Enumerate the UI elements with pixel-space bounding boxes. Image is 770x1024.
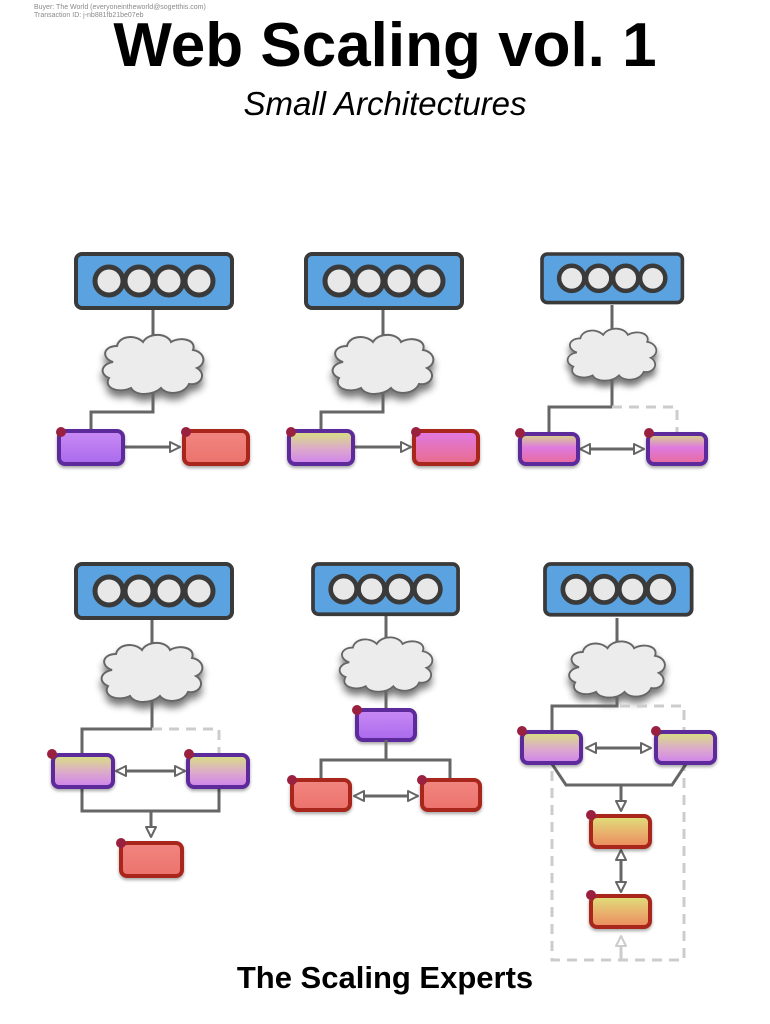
db-primary-node (290, 778, 352, 812)
status-dot (517, 726, 527, 736)
status-dot (56, 427, 66, 437)
transaction-line: Transaction ID: j-nb881fb21be07eb (34, 12, 144, 19)
buyer-line: Buyer: The World (everyoneintheworld@sog… (34, 4, 206, 11)
status-dot (586, 810, 596, 820)
connector-line (89, 392, 155, 432)
diagram-redundant-apps-replicated-dbs (517, 564, 717, 962)
status-dot (116, 838, 126, 848)
app-server-a-node (520, 730, 583, 765)
internet-cloud-icon (331, 333, 435, 395)
connector-line (319, 392, 385, 432)
connector-line (80, 787, 221, 813)
status-dot (417, 775, 427, 785)
status-dot (651, 726, 661, 736)
purchase-watermark: Buyer: The World (everyoneintheworld@sog… (34, 4, 206, 20)
app-server-b-node (654, 730, 717, 765)
book-title: Web Scaling vol. 1 (113, 11, 657, 80)
app-server-node (287, 429, 355, 466)
book-subtitle: Small Architectures (243, 85, 527, 122)
app-server-b-node (186, 753, 250, 789)
status-dot (644, 428, 654, 438)
connector-line (80, 700, 154, 754)
node-b (646, 432, 708, 466)
clients-bar-icon (306, 254, 462, 308)
database-node (182, 429, 250, 466)
db-replica-node (589, 894, 652, 929)
db-primary-node (589, 814, 652, 849)
clients-bar-icon (76, 254, 232, 308)
clients-bar-icon (76, 564, 232, 618)
status-dot (47, 749, 57, 759)
publisher-name: The Scaling Experts (236, 960, 534, 995)
status-dot (515, 428, 525, 438)
status-dot (287, 775, 297, 785)
connector-line (550, 763, 688, 787)
status-dot (411, 427, 421, 437)
diagram-two-app-servers-shared-db (47, 564, 250, 878)
internet-cloud-icon (100, 641, 204, 703)
diagram-single-server-single-db (56, 254, 250, 466)
standby-dashed-line (152, 727, 221, 754)
app-server-a-node (51, 753, 115, 789)
failover-boundary-dashed (550, 704, 686, 962)
clients-bar-icon (542, 254, 682, 303)
node-a (518, 432, 580, 466)
clients-bar-icon (313, 564, 458, 614)
diagram-two-nodes-failover (515, 254, 708, 466)
connector-line (547, 380, 614, 434)
internet-cloud-icon (568, 640, 666, 699)
database-node (119, 841, 184, 878)
status-dot (352, 705, 362, 715)
status-dot (184, 749, 194, 759)
status-dot (586, 890, 596, 900)
internet-cloud-icon (566, 327, 658, 382)
database-node (412, 429, 480, 466)
diagram-app-server-replicated-dbs (287, 564, 482, 812)
app-server-node (57, 429, 125, 466)
internet-cloud-icon (101, 333, 205, 395)
status-dot (181, 427, 191, 437)
status-dot (286, 427, 296, 437)
diagram-app-server-to-db-server (286, 254, 480, 466)
connector-line (550, 696, 619, 733)
app-server-node (355, 708, 417, 742)
standby-dashed-line (612, 405, 679, 434)
db-replica-node (420, 778, 482, 812)
clients-bar-icon (545, 564, 692, 615)
internet-cloud-icon (338, 636, 434, 693)
connector-line (319, 758, 452, 780)
